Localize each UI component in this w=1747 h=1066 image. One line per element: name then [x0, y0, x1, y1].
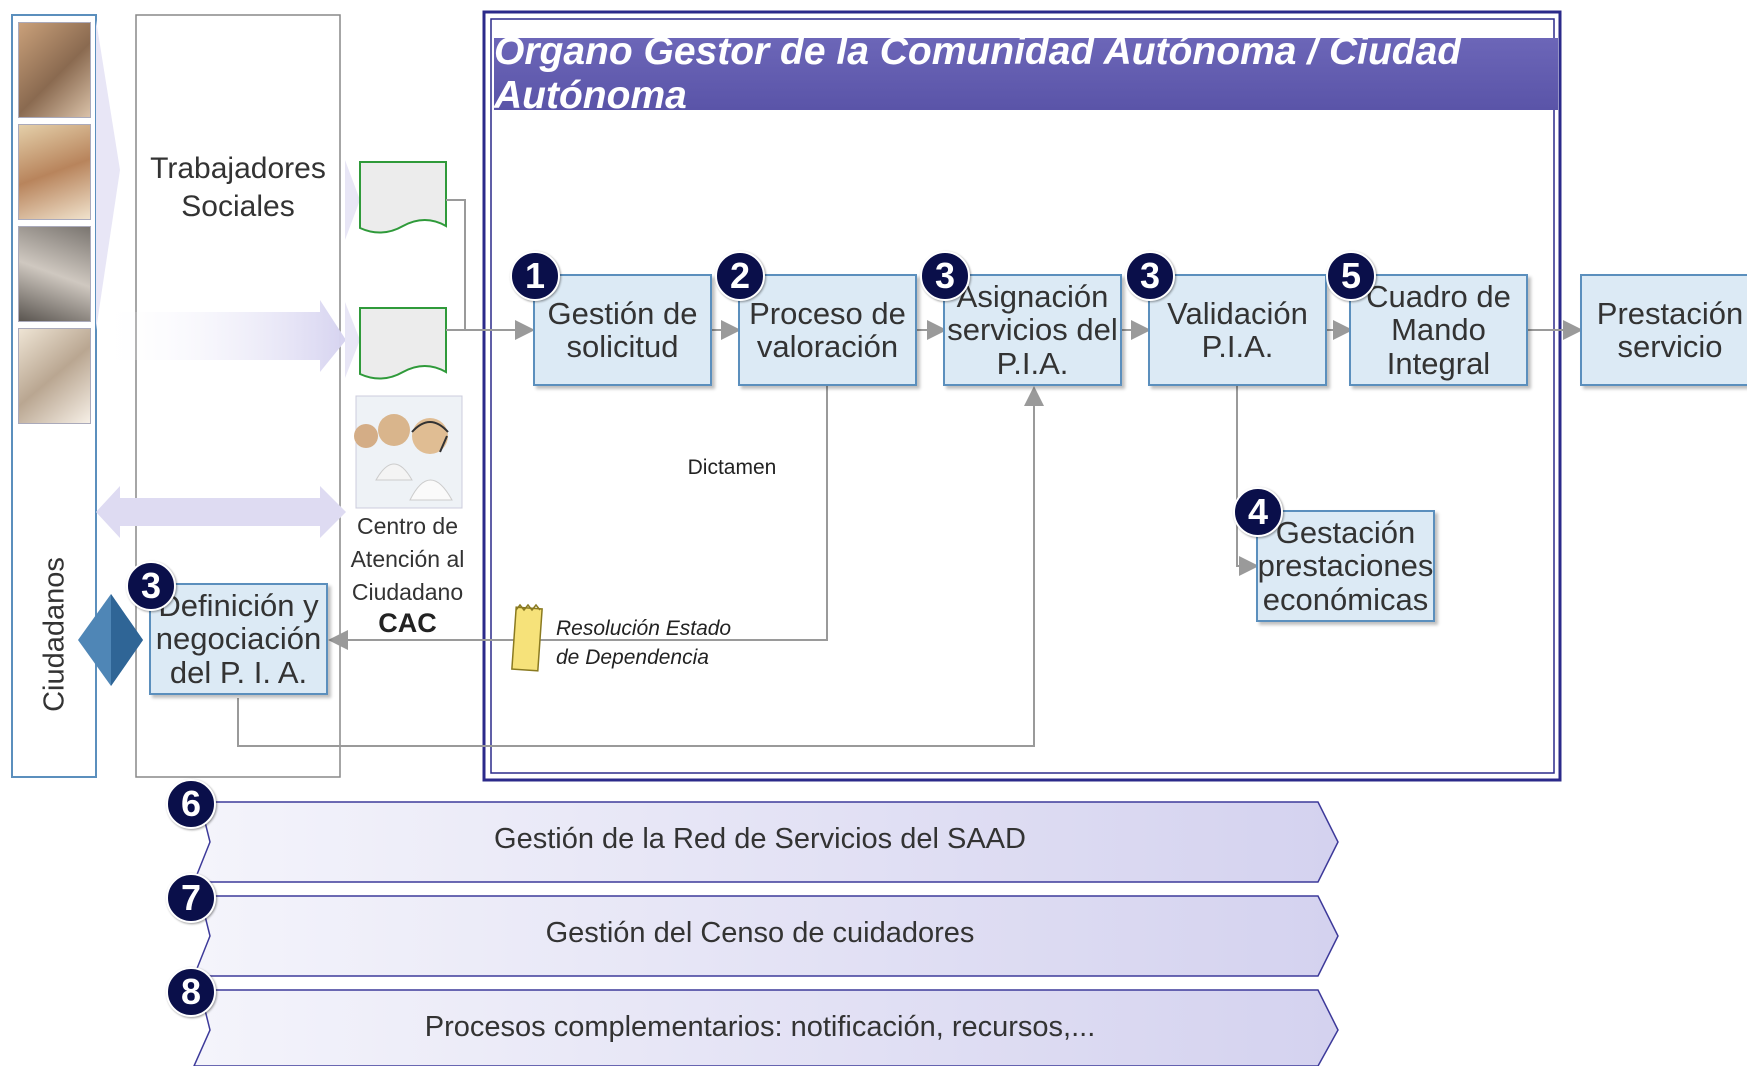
document-icon-2 [359, 307, 447, 380]
organ-frame [482, 10, 1562, 782]
band-procesos-complementarios: Procesos complementarios: notificación, … [424, 1011, 1096, 1043]
note-icon [511, 603, 543, 672]
step-proceso-valoracion[interactable]: Proceso de valoración [738, 274, 917, 386]
document-icon-1 [359, 161, 447, 234]
step-definicion-pia[interactable]: Definición y negociación del P. I. A. [149, 583, 328, 695]
faded-arrow-middle [96, 300, 346, 372]
step-asignacion-servicios[interactable]: Asignación servicios del P.I.A. [943, 274, 1122, 386]
citizen-photo-1 [18, 22, 91, 118]
step-gestion-solicitud[interactable]: Gestión de solicitud [533, 274, 712, 386]
step-badge-5: 5 [1326, 251, 1376, 301]
band-red-servicios: Gestión de la Red de Servicios del SAAD [494, 823, 1026, 855]
faded-arrow-top [96, 20, 120, 330]
band-censo-cuidadores: Gestión del Censo de cuidadores [545, 917, 975, 949]
band-badge-7: 7 [166, 873, 216, 923]
band-badge-6: 6 [166, 779, 216, 829]
step-badge-4: 4 [1233, 487, 1283, 537]
step-prestacion-servicio[interactable]: Prestación servicio [1580, 274, 1747, 386]
step-badge-3b: 3 [1125, 251, 1175, 301]
headset-operators-icon [354, 395, 463, 509]
trabajadores-label: Trabajadores Sociales [150, 152, 326, 223]
band-shape-8 [193, 989, 1339, 1066]
band-shape-7 [192, 895, 1339, 977]
step-validacion-pia[interactable]: Validación P.I.A. [1148, 274, 1327, 386]
step-badge-1: 1 [510, 251, 560, 301]
band-shape-6 [192, 801, 1339, 883]
citizen-photo-3 [18, 226, 91, 322]
trabajadores-frame [135, 14, 341, 778]
band-badge-8: 8 [166, 967, 216, 1017]
ciudadanos-frame [11, 14, 97, 778]
ciudadanos-label: Ciudadanos [38, 557, 71, 712]
faded-double-arrow [96, 486, 346, 538]
dictamen-label: Dictamen [687, 456, 777, 479]
step-badge-3c: 3 [126, 561, 176, 611]
organ-title: Órgano Gestor de la Comunidad Autónoma /… [494, 30, 1558, 117]
step-gestacion-prestaciones[interactable]: Gestación prestaciones económicas [1256, 510, 1435, 622]
citizen-photo-4 [18, 328, 91, 424]
citizen-photo-2 [18, 124, 91, 220]
resolucion-label: Resolución Estado de Dependencia [556, 617, 732, 670]
step-badge-3a: 3 [920, 251, 970, 301]
cac-label: Centro de Atención al Ciudadano [350, 513, 465, 605]
cac-abbr: CAC [378, 608, 437, 638]
step-cuadro-mando[interactable]: Cuadro de Mando Integral [1349, 274, 1528, 386]
step-badge-2: 2 [715, 251, 765, 301]
